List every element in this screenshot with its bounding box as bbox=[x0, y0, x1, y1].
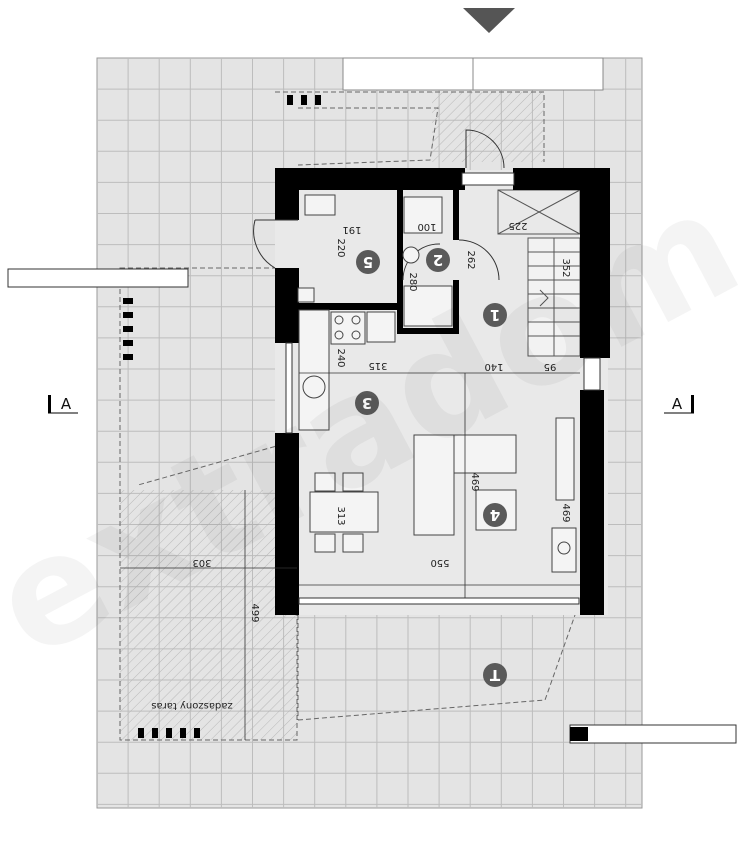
section-cut bbox=[7, 57, 737, 744]
dim-550: 550 bbox=[430, 557, 449, 568]
dim-315: 315 bbox=[368, 360, 387, 371]
dim-140: 140 bbox=[484, 361, 503, 372]
dim-352: 352 bbox=[560, 258, 571, 277]
svg-text:2: 2 bbox=[433, 251, 443, 269]
dim-499: 499 bbox=[249, 603, 260, 622]
dim-313: 313 bbox=[335, 506, 346, 525]
svg-text:5: 5 bbox=[363, 253, 373, 271]
section-label-left: A bbox=[61, 395, 72, 413]
entrance-hatch bbox=[432, 92, 544, 162]
room-badge-3: 3 bbox=[355, 391, 379, 415]
dash-marks bbox=[123, 95, 321, 738]
room-badges: 1 2 3 4 5 T bbox=[355, 248, 507, 687]
room-badge-5: 5 bbox=[356, 250, 380, 274]
dim-240: 240 bbox=[335, 348, 346, 367]
dim-469-right: 469 bbox=[560, 503, 571, 522]
svg-text:1: 1 bbox=[490, 306, 500, 324]
dim-95: 95 bbox=[544, 361, 557, 372]
section-mark-left: A bbox=[48, 395, 78, 414]
terrace-label: zadaszony taras bbox=[151, 700, 232, 711]
section-label-right: A bbox=[672, 395, 683, 413]
dim-220: 220 bbox=[335, 238, 346, 257]
room-badge-1: 1 bbox=[483, 303, 507, 327]
dim-225: 225 bbox=[508, 220, 527, 231]
room-badge-2: 2 bbox=[426, 248, 450, 272]
walls bbox=[275, 168, 610, 615]
dim-303: 303 bbox=[192, 557, 211, 568]
entrance-arrow bbox=[463, 8, 515, 33]
dim-469-left: 469 bbox=[469, 472, 480, 491]
room-badge-4: 4 bbox=[483, 503, 507, 527]
svg-text:4: 4 bbox=[490, 506, 500, 524]
dim-191: 191 bbox=[342, 224, 361, 235]
dim-100: 100 bbox=[417, 221, 436, 232]
dimension-lines bbox=[120, 372, 580, 740]
svg-text:T: T bbox=[489, 666, 500, 684]
room-badge-T: T bbox=[483, 663, 507, 687]
dimension-labels: 191 100 225 220 262 280 352 240 315 140 … bbox=[192, 220, 571, 623]
dim-280: 280 bbox=[407, 272, 418, 291]
dim-262: 262 bbox=[465, 250, 476, 269]
terrace-hatch bbox=[120, 490, 297, 740]
svg-text:3: 3 bbox=[362, 394, 372, 412]
windows bbox=[285, 172, 601, 605]
section-mark-right: A bbox=[664, 395, 694, 414]
